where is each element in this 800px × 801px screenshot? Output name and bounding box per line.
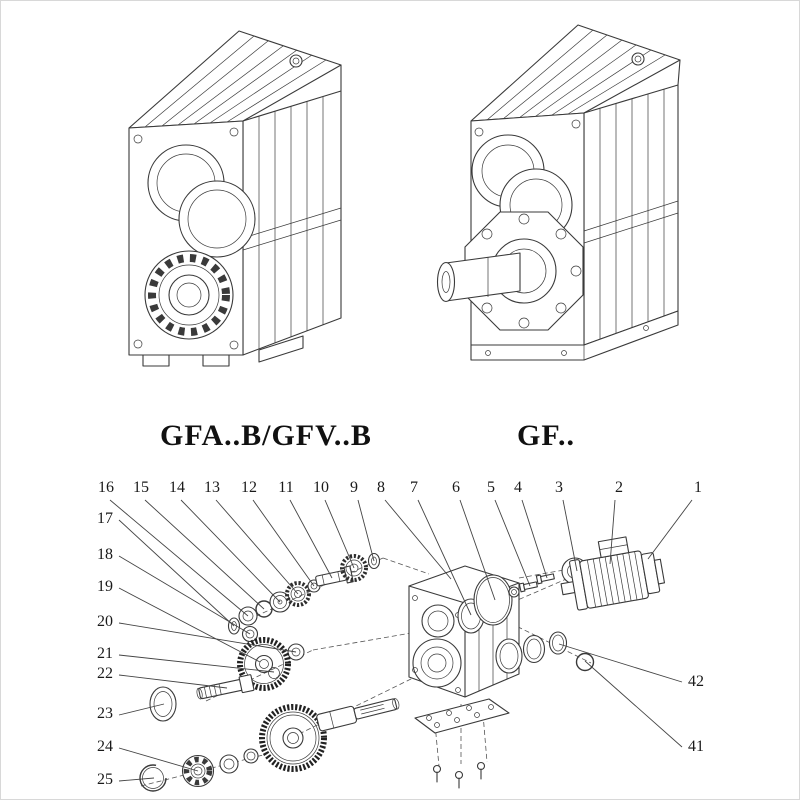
callout-number-41: 41	[688, 738, 704, 755]
leader-line-17	[119, 520, 234, 626]
ring	[244, 749, 258, 763]
intermediate-parts-cluster	[195, 640, 304, 702]
callout-number-24: 24	[97, 738, 113, 755]
callout-number-5: 5	[487, 479, 495, 496]
leader-line-14	[181, 500, 280, 602]
leader-line-41	[585, 661, 682, 747]
callout-number-11: 11	[278, 479, 293, 496]
leader-line-4	[522, 500, 547, 578]
assembly-axes	[141, 558, 603, 786]
callout-number-6: 6	[452, 479, 460, 496]
washer	[220, 755, 238, 773]
callout-number-19: 19	[97, 578, 113, 595]
callout-number-4: 4	[514, 479, 522, 496]
leader-line-15	[145, 500, 264, 609]
output-bearing	[145, 251, 233, 339]
callout-number-22: 22	[97, 665, 113, 682]
callout-number-13: 13	[204, 479, 220, 496]
cover-bolts	[434, 763, 485, 789]
callout-number-2: 2	[615, 479, 623, 496]
gearbox-flange-mounted	[438, 25, 681, 360]
callout-number-3: 3	[555, 479, 563, 496]
callout-number-7: 7	[410, 479, 418, 496]
breather-plug	[290, 55, 302, 67]
leader-line-42	[559, 644, 682, 682]
callout-number-21: 21	[97, 645, 113, 662]
callout-number-42: 42	[688, 673, 704, 690]
circlip	[577, 654, 594, 671]
gearbox-shaft-mounted	[129, 31, 341, 366]
leader-line-11	[290, 500, 332, 578]
leader-line-25	[119, 778, 154, 781]
leader-line-24	[119, 748, 198, 771]
callout-layer: 1234567891011121314151617181920212223242…	[97, 479, 704, 788]
figure-gf	[416, 3, 716, 403]
caption-gf: GF..	[426, 419, 666, 453]
output-parts-cluster	[140, 687, 401, 791]
callout-number-25: 25	[97, 771, 113, 788]
leader-line-8	[385, 500, 451, 579]
leader-line-20	[119, 623, 296, 652]
callout-number-9: 9	[350, 479, 358, 496]
callout-number-17: 17	[97, 510, 113, 527]
hub	[269, 668, 280, 679]
callout-number-10: 10	[313, 479, 329, 496]
exploded-view: 1234567891011121314151617181920212223242…	[1, 466, 800, 801]
leader-line-10	[325, 500, 354, 568]
o-ring	[474, 575, 512, 625]
cover-gasket	[415, 699, 509, 733]
callout-number-16: 16	[98, 479, 114, 496]
housing-bore	[413, 639, 461, 687]
callout-number-23: 23	[97, 705, 113, 722]
callout-number-12: 12	[241, 479, 257, 496]
leader-line-13	[216, 500, 298, 594]
leader-line-16	[110, 500, 248, 616]
caption-gfab-gfvb: GFA..B/GFV..B	[106, 419, 426, 453]
callout-number-20: 20	[97, 613, 113, 630]
callout-number-14: 14	[169, 479, 185, 496]
washer	[509, 587, 519, 597]
callout-number-15: 15	[133, 479, 149, 496]
callout-number-1: 1	[694, 479, 702, 496]
leader-line-1	[648, 500, 692, 559]
figure-gfab-gfvb	[91, 3, 391, 403]
output-shaft	[316, 695, 401, 732]
leader-line-12	[253, 500, 314, 586]
callout-number-8: 8	[377, 479, 385, 496]
housing-boss	[422, 605, 454, 637]
callout-number-18: 18	[97, 546, 113, 563]
leader-line-5	[495, 500, 530, 586]
leader-line-9	[358, 500, 374, 561]
breather-plug	[632, 53, 644, 65]
motor-body	[579, 551, 648, 609]
splined-shaft	[195, 675, 254, 702]
leader-line-22	[119, 675, 227, 688]
